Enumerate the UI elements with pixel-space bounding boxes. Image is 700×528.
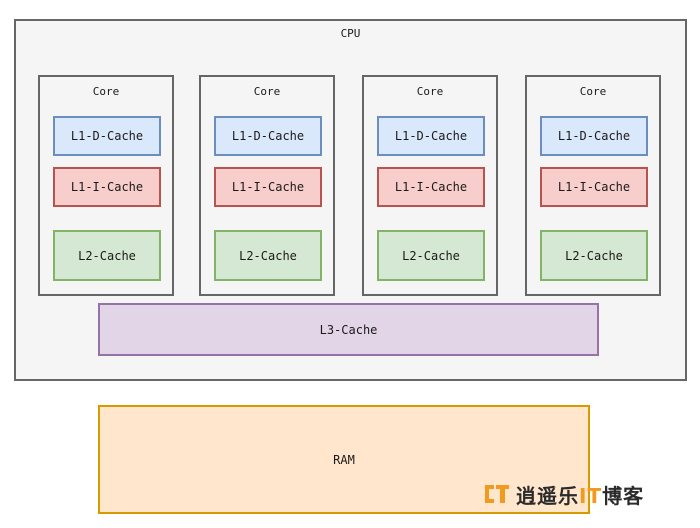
l1-i-cache: L1-I-Cache bbox=[53, 167, 161, 207]
l1-i-cache: L1-I-Cache bbox=[214, 167, 322, 207]
core-label: Core bbox=[92, 85, 120, 98]
watermark-text-part2: IT bbox=[579, 483, 603, 508]
l1-d-cache: L1-D-Cache bbox=[53, 116, 161, 156]
l2-cache: L2-Cache bbox=[540, 230, 648, 281]
core-4: Core L1-D-Cache L1-I-Cache L2-Cache bbox=[525, 75, 661, 296]
l1-i-cache: L1-I-Cache bbox=[377, 167, 485, 207]
l2-cache: L2-Cache bbox=[53, 230, 161, 281]
cpu-label: CPU bbox=[340, 27, 361, 40]
core-label: Core bbox=[579, 85, 607, 98]
core-label: Core bbox=[416, 85, 444, 98]
watermark-text-part1: 逍遥乐 bbox=[516, 483, 579, 508]
watermark: 逍遥乐IT博客 bbox=[484, 480, 644, 509]
l2-cache: L2-Cache bbox=[214, 230, 322, 281]
watermark-text-part3: 博客 bbox=[602, 483, 645, 508]
ram: RAM bbox=[98, 405, 590, 514]
it-logo-icon bbox=[485, 485, 509, 503]
core-2: Core L1-D-Cache L1-I-Cache L2-Cache bbox=[199, 75, 335, 296]
l1-d-cache: L1-D-Cache bbox=[377, 116, 485, 156]
core-1: Core L1-D-Cache L1-I-Cache L2-Cache bbox=[38, 75, 174, 296]
l1-d-cache: L1-D-Cache bbox=[214, 116, 322, 156]
l1-i-cache: L1-I-Cache bbox=[540, 167, 648, 207]
l2-cache: L2-Cache bbox=[377, 230, 485, 281]
core-label: Core bbox=[253, 85, 281, 98]
watermark-text: 逍遥乐IT博客 bbox=[516, 480, 644, 509]
core-3: Core L1-D-Cache L1-I-Cache L2-Cache bbox=[362, 75, 498, 296]
l3-cache: L3-Cache bbox=[98, 303, 599, 356]
l1-d-cache: L1-D-Cache bbox=[540, 116, 648, 156]
